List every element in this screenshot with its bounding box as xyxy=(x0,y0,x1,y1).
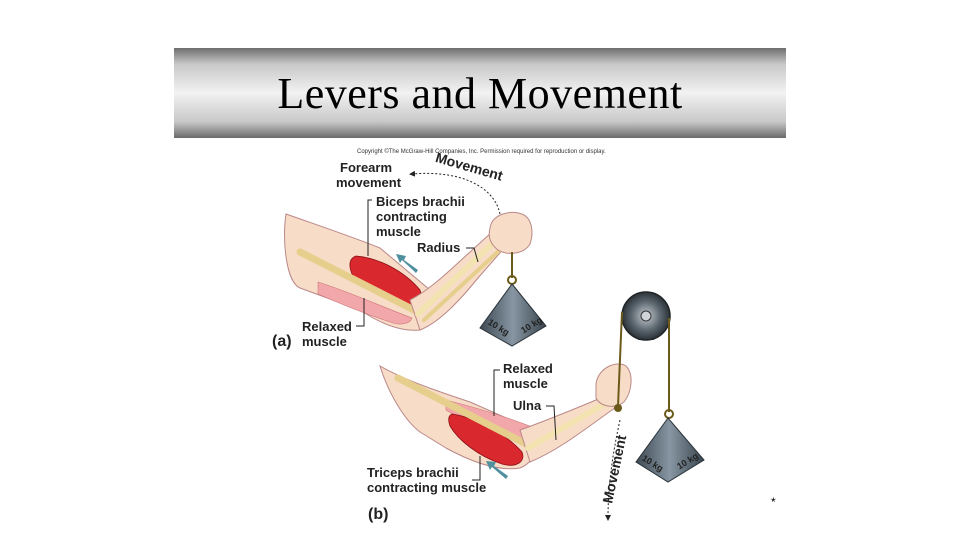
hand-b xyxy=(596,364,631,406)
panel-a: 10 kg 10 kg Forearm movement Movement Bi… xyxy=(272,149,546,350)
forearm-movement-line1: Forearm xyxy=(340,160,392,175)
leader-relaxed-b xyxy=(494,370,500,416)
relaxed-b-line2: muscle xyxy=(503,376,548,391)
relaxed-a-line2: muscle xyxy=(302,334,347,349)
panel-b-tag: (b) xyxy=(368,506,388,523)
biceps-line2: contracting xyxy=(376,209,447,224)
triceps-label: Triceps brachii contracting muscle xyxy=(367,465,486,495)
relaxed-label-a: Relaxed muscle xyxy=(302,319,356,349)
panel-a-tag: (a) xyxy=(272,333,292,350)
relaxed-a-line1: Relaxed xyxy=(302,319,352,334)
biceps-label: Biceps brachii contracting muscle xyxy=(376,194,469,239)
relaxed-b-line1: Relaxed xyxy=(503,361,553,376)
weight-a xyxy=(480,284,546,346)
triceps-line1: Triceps brachii xyxy=(367,465,459,480)
biceps-line1: Biceps brachii xyxy=(376,194,465,209)
relaxed-label-b: Relaxed muscle xyxy=(503,361,557,391)
biceps-line3: muscle xyxy=(376,224,421,239)
radius-label: Radius xyxy=(417,240,460,255)
movement-label-a: Movement xyxy=(434,149,505,184)
ulna-label: Ulna xyxy=(513,398,542,413)
forearm-movement-line2: movement xyxy=(336,175,402,190)
triceps-line2: contracting muscle xyxy=(367,480,486,495)
footer-mark: * xyxy=(771,495,776,509)
rope-knot-b xyxy=(614,404,622,412)
movement-label-b: Movement xyxy=(599,433,629,504)
forearm-movement-label: Forearm movement xyxy=(336,160,402,190)
pulley-axle xyxy=(641,311,651,321)
fist-a xyxy=(489,213,532,254)
